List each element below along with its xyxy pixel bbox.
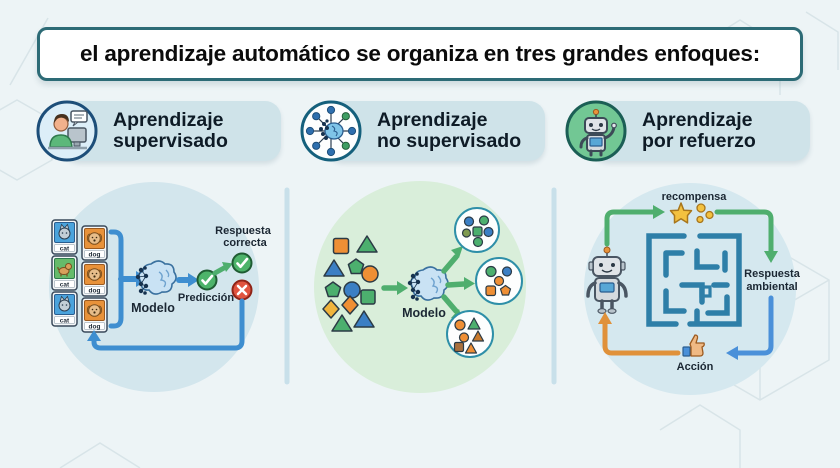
cluster-blue-green bbox=[454, 207, 500, 253]
error-x-icon bbox=[231, 279, 253, 301]
prediction-label: Predicción bbox=[178, 292, 235, 304]
supervised-model-label: Modelo bbox=[131, 301, 175, 315]
supervised-panel-illustration: cat cat cat dog dog dog Modelo Predicció… bbox=[49, 182, 272, 392]
unlabeled-shapes bbox=[322, 235, 379, 332]
correct-answer-label-line1: Respuesta bbox=[215, 225, 272, 237]
compare-arrow bbox=[212, 262, 233, 276]
card-label-dog: dog bbox=[89, 252, 101, 259]
agent-robot bbox=[586, 246, 628, 314]
page-title-text: el aprendizaje automático se organiza en… bbox=[79, 41, 761, 66]
badge-supervised-line1: Aprendizaje bbox=[113, 108, 224, 131]
badge-supervised: Aprendizaje supervisado bbox=[35, 98, 281, 164]
reward-arrow bbox=[604, 205, 665, 247]
cluster-mixed bbox=[475, 257, 523, 305]
badge-supervised-line2: supervisado bbox=[113, 130, 228, 152]
badge-unsupervised-line2: no supervisado bbox=[377, 130, 522, 152]
badge-reinforcement-line1: Aprendizaje bbox=[642, 108, 753, 131]
unsupervised-model-label: Modelo bbox=[402, 306, 446, 320]
correct-check-icon bbox=[231, 252, 253, 274]
feedback-loop-arrow bbox=[87, 298, 245, 351]
badge-unsupervised-line1: Aprendizaje bbox=[377, 108, 488, 131]
environment-arrow bbox=[714, 209, 778, 263]
badge-supervised-pill bbox=[63, 101, 281, 161]
card-label-cat: cat bbox=[60, 246, 70, 253]
action-label: Acción bbox=[677, 361, 714, 373]
cluster-orange bbox=[446, 310, 494, 358]
badge-supervised-label: Aprendizaje supervisado bbox=[113, 108, 228, 152]
action-arrow bbox=[598, 312, 681, 356]
environment-label-line1: Respuesta bbox=[744, 268, 801, 280]
badge-unsupervised-pill bbox=[327, 101, 545, 161]
card-label-cat: cat bbox=[60, 282, 70, 289]
to-model-arrow bbox=[381, 281, 408, 295]
correct-answer-label-line2: correcta bbox=[223, 237, 267, 249]
badge-reinforcement-label: Aprendizaje por refuerzo bbox=[642, 108, 756, 152]
maze bbox=[646, 233, 742, 327]
reward-star-icon bbox=[669, 202, 714, 224]
network-icon bbox=[300, 100, 362, 162]
action-thumbs-up-icon bbox=[682, 334, 705, 357]
reward-label: recompensa bbox=[662, 191, 728, 203]
card-label-dog: dog bbox=[89, 288, 101, 295]
badge-unsupervised: Aprendizaje no supervisado bbox=[299, 98, 545, 164]
badge-reinforcement-line2: por refuerzo bbox=[642, 130, 756, 152]
reinforcement-panel-illustration: recompensa Respuesta ambiental bbox=[584, 183, 801, 395]
robot-icon bbox=[565, 100, 627, 162]
page-title: el aprendizaje automático se organiza en… bbox=[37, 27, 803, 81]
unsupervised-panel-illustration: Modelo bbox=[314, 181, 526, 393]
prediction-arrow bbox=[176, 273, 199, 287]
badge-reinforcement: Aprendizaje por refuerzo bbox=[564, 98, 810, 164]
card-label-cat: cat bbox=[60, 318, 70, 325]
card-label-dog: dog bbox=[89, 324, 101, 331]
badge-unsupervised-label: Aprendizaje no supervisado bbox=[377, 108, 522, 152]
badge-reinforcement-pill bbox=[592, 101, 810, 161]
environment-label-line2: ambiental bbox=[746, 281, 797, 293]
person-computer-icon bbox=[36, 100, 98, 162]
response-arrow bbox=[726, 295, 774, 360]
